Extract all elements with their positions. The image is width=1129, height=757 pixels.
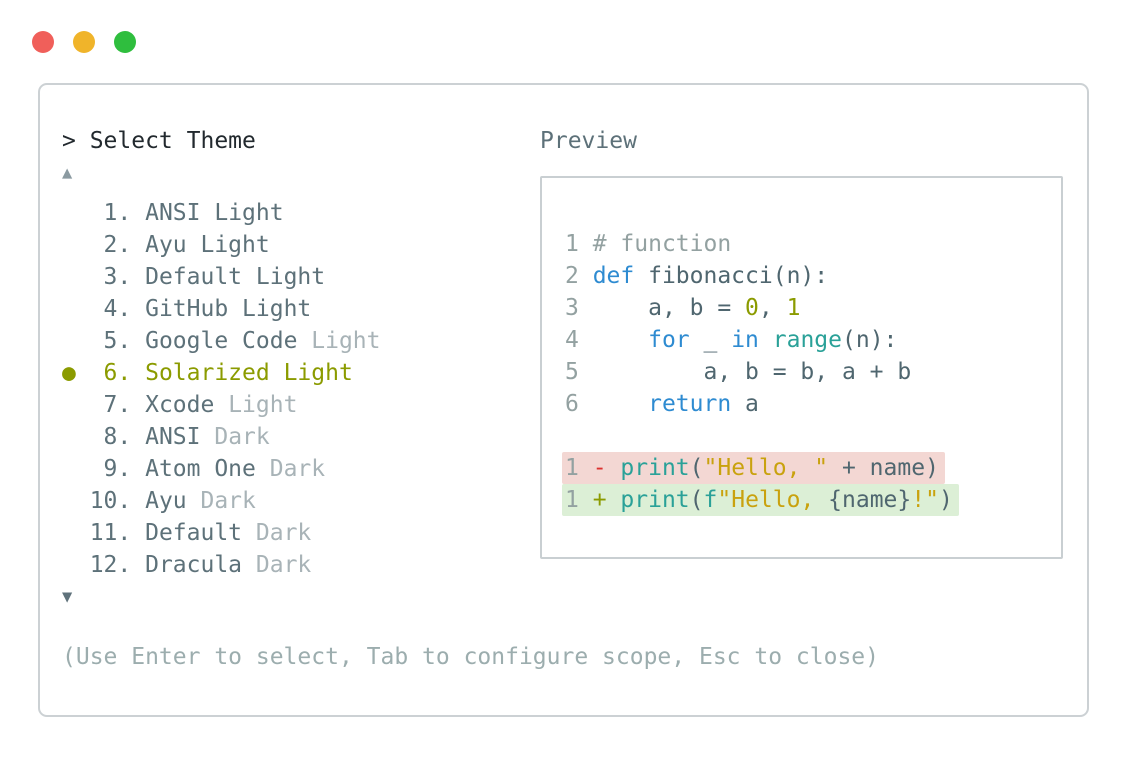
- diff-line-added: 1 + print(f"Hello, {name}!"): [562, 484, 959, 516]
- bullet-spacer: [62, 520, 90, 546]
- theme-list-item[interactable]: 8. ANSI Dark: [62, 421, 381, 453]
- code-line-content: 3 a, b = 0, 1: [565, 295, 801, 321]
- theme-name: Atom One: [145, 456, 270, 482]
- bullet-spacer: [62, 456, 90, 482]
- theme-variant: Light: [200, 232, 270, 258]
- theme-list-item[interactable]: 4. GitHub Light: [62, 293, 381, 325]
- bullet-spacer: [62, 328, 90, 354]
- theme-picker-panel: > Select Theme Preview ▲ 1. ANSI Light 2…: [38, 83, 1089, 717]
- theme-list-item[interactable]: 3. Default Light: [62, 261, 381, 293]
- bullet-spacer: [62, 424, 90, 450]
- scroll-up-icon[interactable]: ▲: [62, 163, 73, 183]
- scroll-down-icon[interactable]: ▼: [62, 587, 73, 607]
- theme-variant: Light: [214, 200, 284, 226]
- code-line-content: 1 # function: [565, 231, 732, 257]
- theme-list-item[interactable]: 12. Dracula Dark: [62, 549, 381, 581]
- help-text: (Use Enter to select, Tab to configure s…: [62, 644, 879, 670]
- theme-name: Default: [145, 264, 256, 290]
- code-line-content: 1 + print(f"Hello, {name}!"): [562, 484, 959, 516]
- theme-list-item[interactable]: 10. Ayu Dark: [62, 485, 381, 517]
- theme-number: 10.: [89, 488, 146, 514]
- theme-variant: Light: [283, 360, 353, 386]
- code-line: 1 # function: [565, 228, 959, 260]
- code-line: 5 a, b = b, a + b: [565, 356, 959, 388]
- code-line-content: 1 - print("Hello, " + name): [562, 452, 945, 484]
- theme-number: 7.: [89, 392, 146, 418]
- code-line-content: 5 a, b = b, a + b: [565, 359, 912, 385]
- theme-variant: Light: [311, 328, 381, 354]
- bullet-spacer: [62, 232, 90, 258]
- theme-name: GitHub: [145, 296, 243, 322]
- theme-number: 2.: [89, 232, 146, 258]
- theme-variant: Dark: [269, 456, 326, 482]
- theme-variant: Dark: [255, 552, 312, 578]
- theme-name: Ayu: [145, 232, 201, 258]
- code-line-content: 6 return a: [565, 391, 759, 417]
- diff-line-removed: 1 - print("Hello, " + name): [562, 452, 959, 484]
- theme-name: Ayu: [145, 488, 201, 514]
- preview-label: Preview: [540, 128, 637, 154]
- theme-variant: Light: [242, 296, 312, 322]
- theme-variant: Light: [255, 264, 326, 290]
- code-line-content: 2 def fibonacci(n):: [565, 263, 829, 289]
- panel-title: > Select Theme: [62, 128, 256, 154]
- preview-code: 1 # function 2 def fibonacci(n): 3 a, b = …: [562, 228, 959, 516]
- theme-list-item[interactable]: 5. Google Code Light: [62, 325, 381, 357]
- theme-variant: Dark: [255, 520, 312, 546]
- code-line: [565, 420, 959, 452]
- theme-name: Solarized: [145, 360, 284, 386]
- theme-list-item[interactable]: 1. ANSI Light: [62, 197, 381, 229]
- theme-list-item[interactable]: 9. Atom One Dark: [62, 453, 381, 485]
- theme-number: 3.: [89, 264, 146, 290]
- theme-variant: Light: [228, 392, 298, 418]
- theme-list-item[interactable]: ● 6. Solarized Light: [62, 357, 381, 389]
- theme-variant: Dark: [200, 488, 256, 514]
- bullet-spacer: [62, 296, 90, 322]
- selected-bullet-icon: ●: [62, 360, 90, 386]
- code-line: 3 a, b = 0, 1: [565, 292, 959, 324]
- code-line: 4 for _ in range(n):: [565, 324, 959, 356]
- window-controls: [32, 31, 136, 53]
- code-line: 6 return a: [565, 388, 959, 420]
- theme-name: ANSI: [145, 424, 215, 450]
- bullet-spacer: [62, 552, 90, 578]
- theme-number: 11.: [89, 520, 146, 546]
- bullet-spacer: [62, 200, 90, 226]
- theme-name: Default: [145, 520, 256, 546]
- theme-number: 1.: [89, 200, 146, 226]
- theme-name: Xcode: [145, 392, 229, 418]
- theme-name: Dracula: [145, 552, 256, 578]
- theme-number: 12.: [89, 552, 146, 578]
- theme-list-item[interactable]: 7. Xcode Light: [62, 389, 381, 421]
- bullet-spacer: [62, 392, 90, 418]
- code-line: 2 def fibonacci(n):: [565, 260, 959, 292]
- theme-number: 5.: [89, 328, 146, 354]
- maximize-button[interactable]: [114, 31, 136, 53]
- theme-name: Google Code: [145, 328, 312, 354]
- minimize-button[interactable]: [73, 31, 95, 53]
- code-line-content: 4 for _ in range(n):: [565, 327, 898, 353]
- theme-list: 1. ANSI Light 2. Ayu Light 3. Default Li…: [62, 197, 381, 581]
- theme-number: 8.: [89, 424, 146, 450]
- close-button[interactable]: [32, 31, 54, 53]
- preview-pane: 1 # function 2 def fibonacci(n): 3 a, b = …: [540, 176, 1063, 559]
- theme-number: 9.: [89, 456, 146, 482]
- theme-number: 4.: [89, 296, 146, 322]
- theme-list-item[interactable]: 11. Default Dark: [62, 517, 381, 549]
- bullet-spacer: [62, 488, 90, 514]
- theme-variant: Dark: [214, 424, 270, 450]
- theme-list-item[interactable]: 2. Ayu Light: [62, 229, 381, 261]
- theme-number: 6.: [89, 360, 146, 386]
- bullet-spacer: [62, 264, 90, 290]
- theme-name: ANSI: [145, 200, 215, 226]
